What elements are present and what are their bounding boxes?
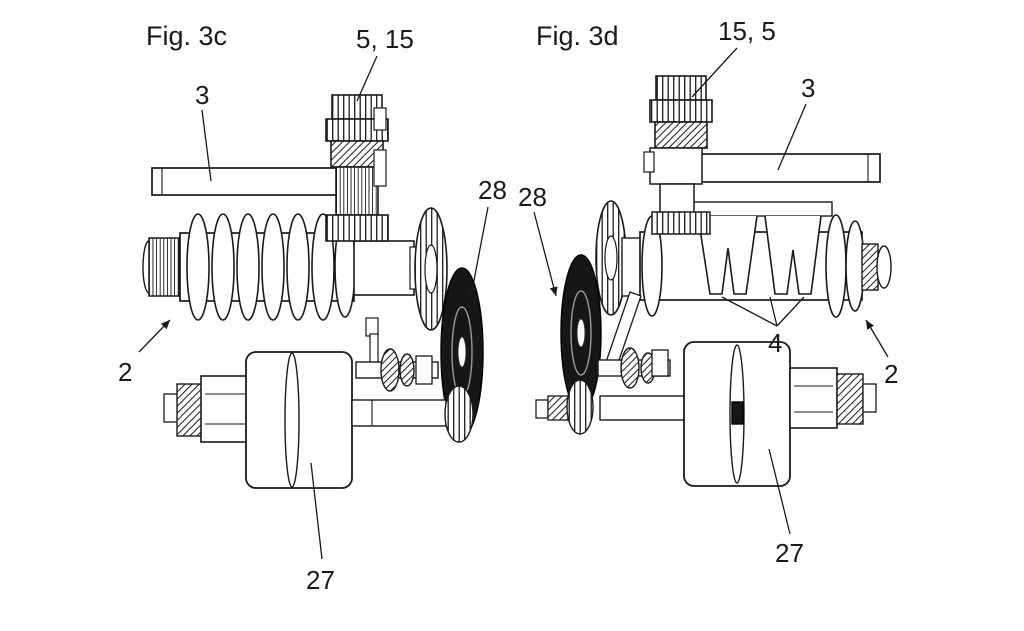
- stack-tab: [643, 151, 655, 173]
- arrow-28-right: [533, 211, 558, 297]
- idler-block: [415, 355, 433, 385]
- motor-ring: [284, 352, 300, 488]
- annotations-3c: [138, 55, 489, 560]
- shaft-gear-hub: [604, 235, 618, 281]
- main-shaft-2-left: [142, 207, 448, 331]
- gear-stack-15-5-right: [643, 75, 713, 235]
- leader-line-5-15: [356, 55, 378, 102]
- arrow-2-right: [865, 319, 889, 358]
- selector-rod-3-right: [693, 153, 881, 183]
- bearing-cap: [861, 243, 879, 291]
- motor-coupling: [176, 383, 203, 437]
- motor-gearbox: [789, 367, 838, 429]
- motor-ring: [729, 344, 745, 484]
- idler-gear: [620, 347, 640, 389]
- flange: [261, 213, 285, 321]
- stack-plate: [659, 183, 695, 217]
- shaft-tip: [876, 245, 892, 289]
- flange: [236, 213, 260, 321]
- flange: [286, 213, 310, 321]
- motor-pinion: [566, 379, 594, 435]
- flange: [211, 213, 235, 321]
- motor-output-shaft: [599, 395, 687, 421]
- figure-3d: Fig. 3d 15, 5 3 28 4 2 27: [518, 16, 898, 568]
- gear-inner-ring: [570, 290, 592, 376]
- motor-output-shaft: [351, 399, 447, 427]
- main-shaft-2-right: [595, 200, 892, 318]
- idler-pin: [369, 333, 379, 365]
- annotations-3d: [533, 47, 889, 535]
- shift-claw: [764, 215, 822, 295]
- arrow-28-left: [468, 206, 489, 297]
- idler-gear: [399, 353, 415, 387]
- ref-label-28-left: 28: [478, 175, 507, 205]
- electric-motor-27-right: [535, 341, 877, 487]
- idler-gear-assembly-left: [355, 317, 439, 392]
- bearing-cap: [148, 237, 180, 297]
- idler-gear-assembly-right: [597, 291, 671, 389]
- leader-line-27-left: [310, 462, 323, 560]
- idler-block: [651, 349, 669, 377]
- ref-label-2-left: 2: [118, 357, 132, 387]
- leader-line-4c: [776, 296, 805, 327]
- gear-row: [649, 99, 713, 123]
- motor-stub: [862, 383, 877, 413]
- gear-stack-5-15-left: [325, 94, 389, 242]
- motor-pinion: [444, 385, 474, 443]
- rod-body: [693, 153, 881, 183]
- idler-pin: [365, 317, 379, 337]
- shaft-gear-hub: [424, 244, 438, 294]
- gear-hub: [576, 318, 586, 348]
- synchro-sleeve: [654, 121, 708, 149]
- ref-label-27-left: 27: [306, 565, 335, 595]
- ref-label-4: 4: [768, 328, 782, 358]
- ref-label-27-right: 27: [775, 538, 804, 568]
- motor-ring-boss: [731, 401, 744, 425]
- shift-claw: [697, 215, 758, 295]
- leader-line-4b: [769, 296, 778, 327]
- ref-label-5-15: 5, 15: [356, 24, 414, 54]
- leader-line-3-left: [201, 109, 212, 182]
- figure-title-3d: Fig. 3d: [536, 21, 619, 51]
- figure-title-3c: Fig. 3c: [146, 21, 227, 51]
- motor-coupling: [836, 373, 864, 425]
- ref-label-3-right: 3: [801, 73, 815, 103]
- leader-line-4a: [721, 296, 778, 327]
- flange: [845, 220, 865, 312]
- figure-3c: Fig. 3c 5, 15 3 28 2 27: [118, 21, 507, 595]
- leader-line-15-5: [691, 47, 738, 98]
- gear-row: [655, 75, 707, 101]
- gear-hub: [335, 166, 379, 216]
- ref-label-28-right: 28: [518, 182, 547, 212]
- gear-row: [651, 211, 711, 235]
- ref-label-15-5: 15, 5: [718, 16, 776, 46]
- flange: [825, 214, 847, 318]
- motor-stub: [535, 399, 549, 419]
- motor-stub: [163, 393, 179, 423]
- dark-gear-28-right: [560, 254, 602, 412]
- ref-label-2-right: 2: [884, 359, 898, 389]
- arrow-2-left: [138, 319, 171, 353]
- leader-line-27-right: [768, 448, 791, 535]
- shaft-flanges: [186, 213, 356, 321]
- electric-motor-27-left: [163, 351, 474, 489]
- rod-body: [151, 167, 339, 196]
- ref-label-3-left: 3: [195, 80, 209, 110]
- flange: [186, 213, 210, 321]
- stack-tab: [373, 149, 387, 187]
- idler-gear: [380, 348, 400, 392]
- stack-tab: [373, 107, 387, 131]
- gear-row: [325, 214, 389, 242]
- motor-gearbox: [200, 375, 250, 443]
- shaft-neck: [353, 240, 415, 296]
- selector-rod-3-left: [151, 167, 339, 196]
- stack-plate: [649, 147, 703, 185]
- gear-hub: [457, 336, 467, 368]
- leader-line-3-right: [777, 103, 807, 171]
